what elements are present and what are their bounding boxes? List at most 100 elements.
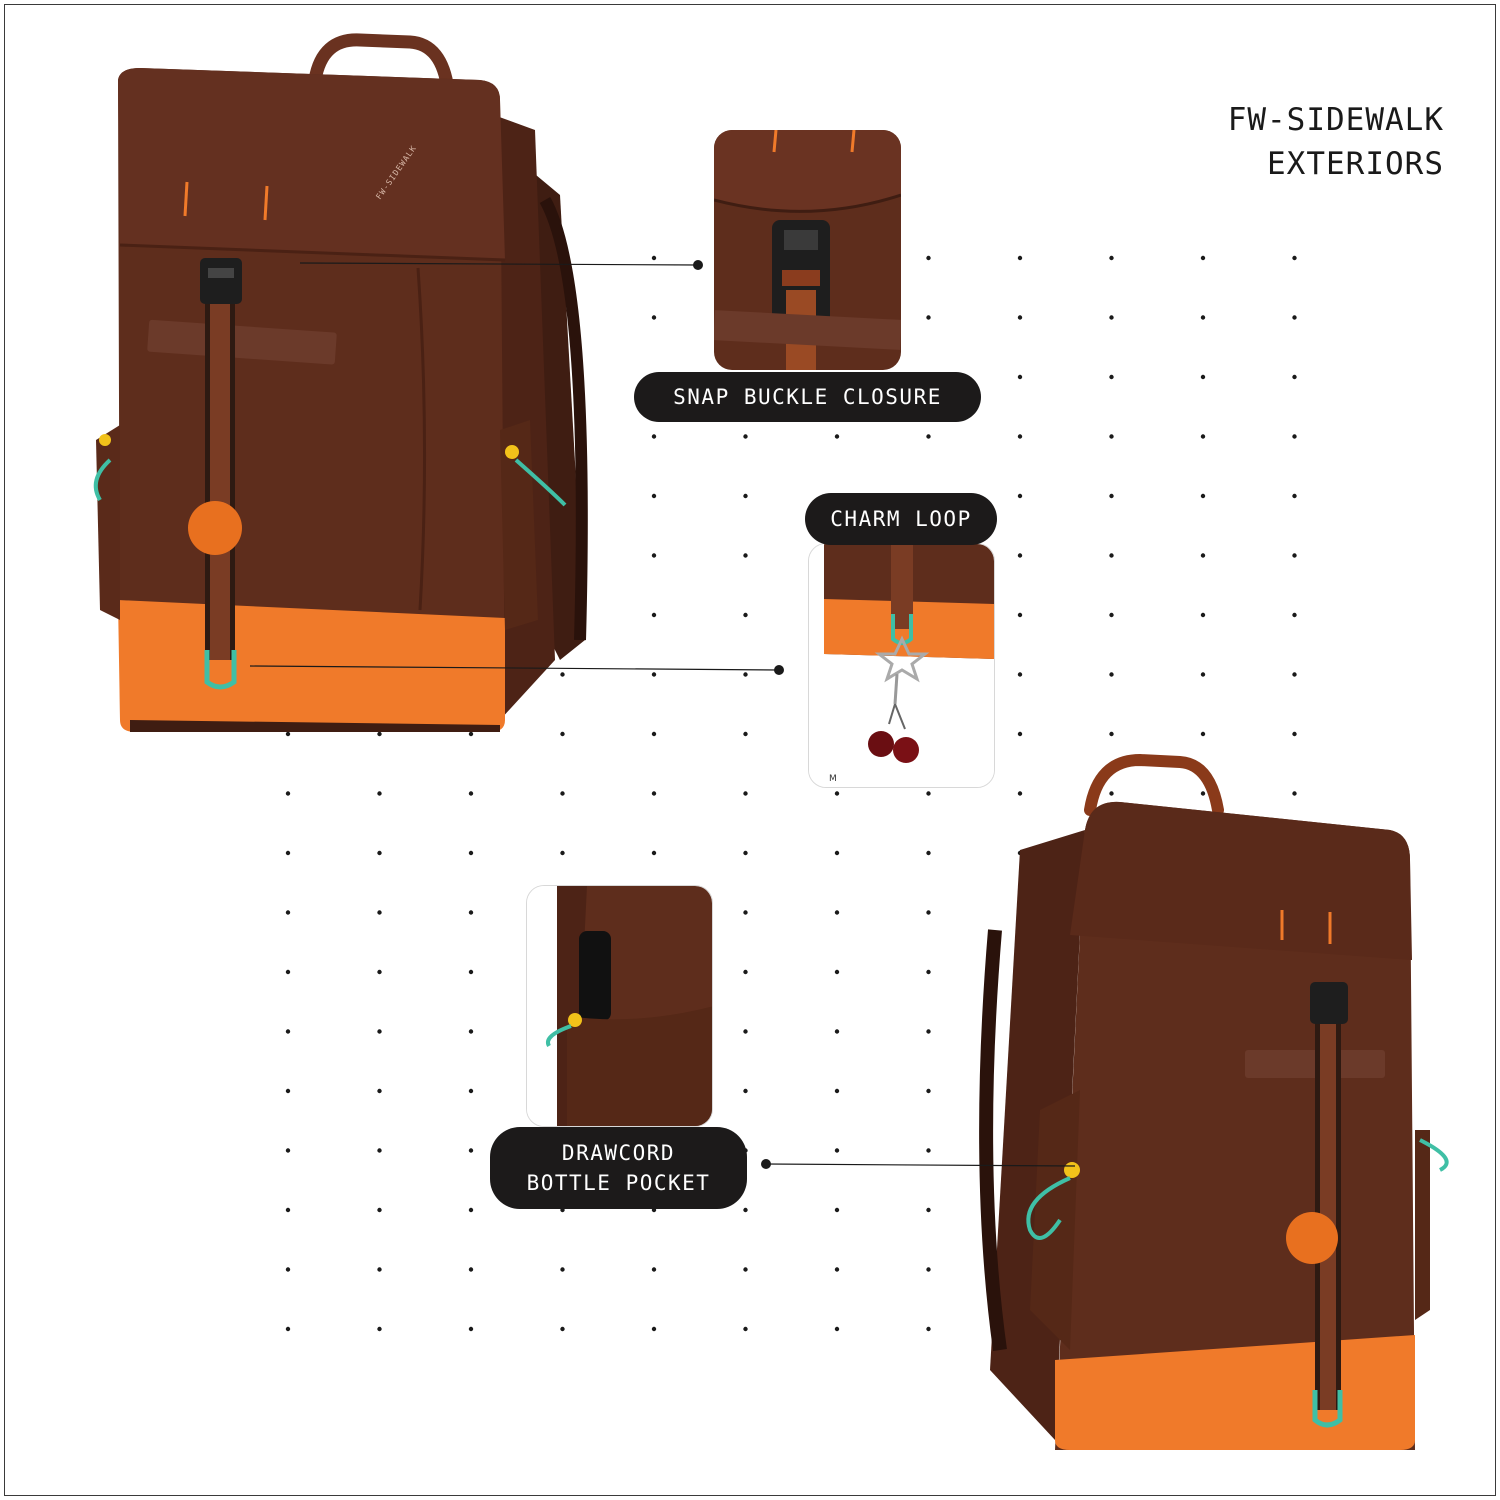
grid-dot <box>285 1029 291 1034</box>
grid-dot <box>377 1088 382 1094</box>
grid-dot <box>377 969 382 975</box>
grid-dot <box>651 1326 657 1332</box>
grid-dot <box>651 255 657 261</box>
grid-dot <box>377 1148 382 1153</box>
callout-drawcord-pocket: DRAWCORD BOTTLE POCKET <box>490 1127 747 1209</box>
grid-dot <box>1292 493 1297 499</box>
grid-dot <box>1017 612 1023 618</box>
grid-dot <box>468 1267 474 1272</box>
backpack-front-image: FW-SIDEWALK <box>93 33 588 732</box>
grid-dot <box>468 1088 474 1094</box>
grid-dot <box>1292 553 1297 558</box>
grid-dot <box>743 493 748 499</box>
grid-dot <box>285 1088 291 1094</box>
grid-dot <box>468 1029 474 1034</box>
grid-dot <box>743 910 748 915</box>
grid-dot <box>651 850 657 856</box>
grid-dot <box>1292 255 1297 261</box>
grid-dot <box>743 612 748 618</box>
grid-dot <box>834 850 840 856</box>
grid-dot <box>926 1326 931 1332</box>
grid-dot <box>743 850 748 856</box>
grid-dot <box>377 910 382 915</box>
grid-dot <box>926 1267 931 1272</box>
grid-dot <box>926 315 931 320</box>
grid-dot <box>834 1207 840 1213</box>
grid-dot <box>1292 434 1297 439</box>
grid-dot <box>834 434 840 439</box>
grid-dot <box>377 791 382 796</box>
grid-dot <box>834 1088 840 1094</box>
grid-dot <box>926 1029 931 1034</box>
title-line-2: EXTERIORS <box>1267 146 1444 182</box>
grid-dot <box>834 910 840 915</box>
callout-snap-buckle: SNAP BUCKLE CLOSURE <box>634 372 981 422</box>
grid-dot <box>834 1267 840 1272</box>
grid-dot <box>1292 374 1297 380</box>
grid-dot <box>377 731 382 737</box>
callout-charm-loop: CHARM LOOP <box>805 493 997 545</box>
grid-dot <box>1200 255 1206 261</box>
grid-dot <box>285 910 291 915</box>
grid-dot <box>1292 612 1297 618</box>
title-line-1: FW-SIDEWALK <box>1227 102 1444 138</box>
grid-dot <box>1017 434 1023 439</box>
grid-dot <box>1200 434 1206 439</box>
snap-buckle-closeup <box>714 130 901 370</box>
grid-dot <box>743 1207 748 1213</box>
grid-dot <box>285 1326 291 1332</box>
grid-dot <box>743 791 748 796</box>
grid-dot <box>1109 612 1114 618</box>
grid-dot <box>285 731 291 737</box>
grid-dot <box>1200 672 1206 677</box>
grid-dot <box>377 850 382 856</box>
grid-dot <box>285 791 291 796</box>
grid-dot <box>468 1148 474 1153</box>
grid-dot <box>651 1267 657 1272</box>
grid-dot <box>468 910 474 915</box>
grid-dot <box>834 1029 840 1034</box>
grid-dot <box>1200 493 1206 499</box>
grid-dot <box>926 1207 931 1213</box>
grid-dot <box>468 731 474 737</box>
grid-dot <box>651 553 657 558</box>
grid-dot <box>651 672 657 677</box>
grid-dot <box>1292 731 1297 737</box>
grid-dot <box>560 791 565 796</box>
grid-dot <box>743 1029 748 1034</box>
grid-dot <box>926 1148 931 1153</box>
grid-dot <box>926 791 931 796</box>
grid-dot <box>1109 493 1114 499</box>
grid-dot <box>743 1088 748 1094</box>
grid-dot <box>1200 791 1206 796</box>
grid-dot <box>651 434 657 439</box>
grid-dot <box>560 1267 565 1272</box>
grid-dot <box>743 731 748 737</box>
drawcord-pocket-closeup <box>526 885 713 1127</box>
grid-dot <box>377 1207 382 1213</box>
callout-drawcord-line-1: DRAWCORD <box>561 1141 676 1165</box>
grid-dot <box>743 1326 748 1332</box>
grid-dot <box>1292 315 1297 320</box>
image-frame <box>4 4 1496 1496</box>
drawcord-pocket-image <box>527 886 712 1126</box>
grid-dot <box>560 672 565 677</box>
grid-dot <box>560 850 565 856</box>
grid-dot <box>377 1029 382 1034</box>
grid-dot <box>651 315 657 320</box>
grid-dot <box>1017 791 1023 796</box>
grid-dot <box>468 1326 474 1332</box>
grid-dot <box>1109 315 1114 320</box>
image-mark: M <box>829 774 837 784</box>
grid-dot <box>1017 493 1023 499</box>
grid-dot <box>1017 374 1023 380</box>
grid-dot <box>285 969 291 975</box>
charm-loop-closeup <box>808 543 995 788</box>
grid-dot <box>1017 315 1023 320</box>
grid-dot <box>1017 553 1023 558</box>
grid-dot <box>1109 434 1114 439</box>
grid-dot <box>743 672 748 677</box>
grid-dot <box>926 434 931 439</box>
grid-dot <box>743 969 748 975</box>
grid-dot <box>926 969 931 975</box>
